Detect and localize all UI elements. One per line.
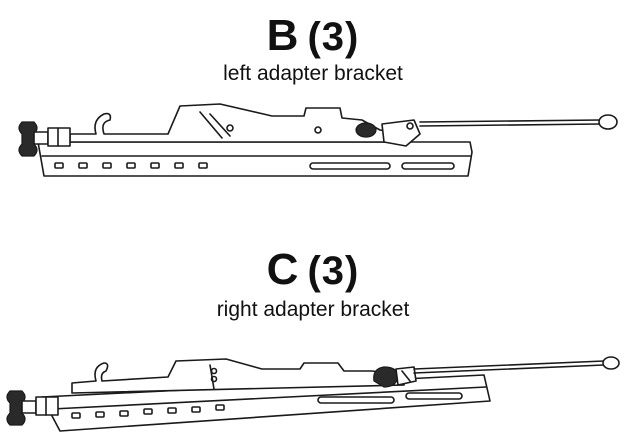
left-adapter-bracket-drawing [18,103,618,177]
knob-assembly-left [18,121,71,157]
part-c-heading: C(3) [0,245,626,294]
locking-rod-right [373,356,620,388]
rail-holes-left [54,162,208,169]
part-b-heading: B(3) [0,11,626,60]
part-c-description: right adapter bracket [216,298,410,321]
rail-slot-right [401,162,455,170]
rail-holes-right [71,404,225,419]
locking-rod-left [355,114,618,147]
part-c-quantity: (3) [307,249,360,293]
rail-slot-left [309,162,391,170]
rail-slot-right-2 [405,392,463,400]
right-adapter-bracket-drawing [6,356,620,432]
part-b-description: left adapter bracket [223,62,403,85]
knob-assembly-right [6,390,59,426]
part-b-quantity: (3) [307,15,360,59]
part-b-code: B [266,11,300,60]
rail-slot-right-1 [317,396,395,404]
part-c-code: C [266,245,300,294]
